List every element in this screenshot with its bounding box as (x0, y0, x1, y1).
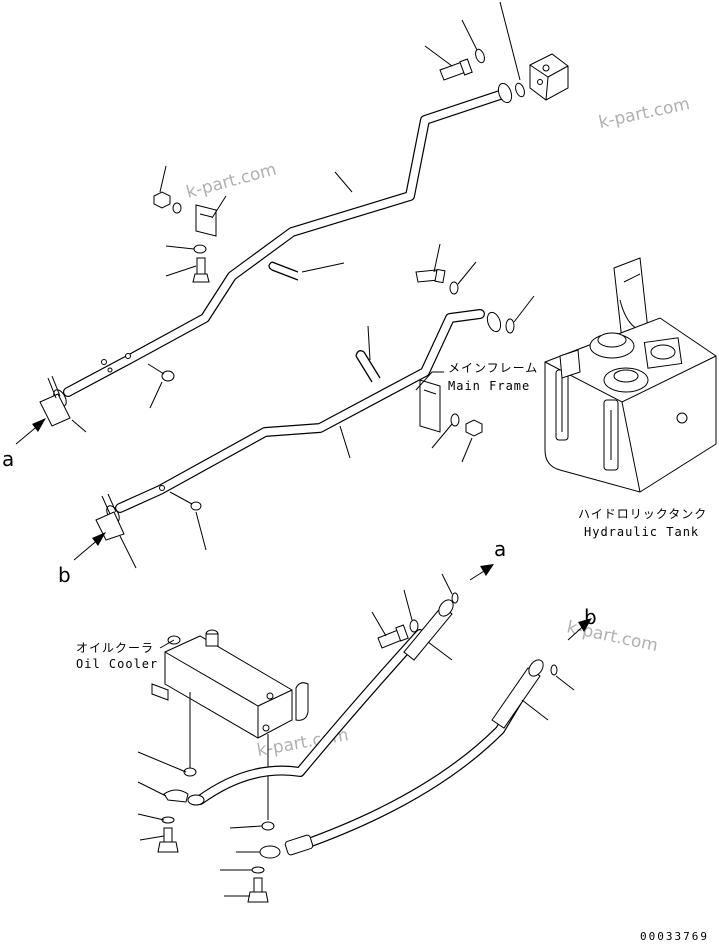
cooler-hoses (137, 573, 575, 903)
marker-b-right: b (584, 605, 597, 629)
watermark-top-right: k-part.com (597, 94, 692, 133)
middle-pipe (95, 243, 535, 569)
oil-cooler-label-jp: オイルクーラ (76, 641, 154, 655)
connection-arrow-b-right (567, 618, 592, 641)
oil-cooler (151, 629, 309, 820)
main-frame-label-jp: メインフレーム (448, 361, 538, 375)
marker-b-left: b (58, 563, 71, 587)
marker-a-right: a (494, 537, 506, 561)
marker-a-left: a (2, 447, 14, 471)
connection-arrow-b-left (73, 532, 106, 561)
drawing-number: 00033769 (640, 930, 709, 943)
connection-arrow-a-right (469, 564, 494, 581)
hydraulic-tank (544, 257, 717, 493)
hydraulic-tank-label-jp: ハイドロリックタンク (578, 507, 707, 521)
oil-cooler-label-en: Oil Cooler (76, 657, 158, 671)
watermark-top-left: k-part.com (184, 160, 279, 203)
main-frame-label-en: Main Frame (448, 379, 530, 393)
connection-arrow-a-left (15, 418, 46, 445)
upper-pipe (39, 1, 569, 433)
hydraulic-tank-label-en: Hydraulic Tank (584, 525, 699, 539)
